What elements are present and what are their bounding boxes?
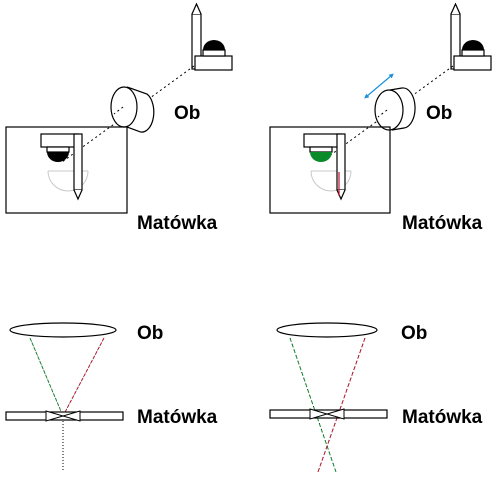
ground-glass-label: Matówka: [137, 407, 218, 428]
objective-lens-side: [9, 322, 117, 338]
focus-marker: [45, 410, 81, 422]
ground-glass-label: Matówka: [402, 407, 483, 428]
ground-glass-image: [303, 133, 352, 201]
objective-label: Ob: [137, 323, 163, 344]
upper-target: [450, 2, 492, 71]
panel-bottom-right: Ob Matówka: [269, 322, 483, 473]
panel-top-left: Ob Matówka: [5, 2, 233, 234]
panel-top-right: Ob Matówka: [269, 2, 492, 234]
focus-marker: [309, 408, 345, 420]
green-ray: [29, 337, 64, 417]
ground-glass-frame: [269, 126, 391, 214]
objective-label: Ob: [426, 103, 452, 124]
ground-glass-image: [40, 133, 89, 201]
objective-label: Ob: [174, 103, 200, 124]
panel-bottom-left: Ob Matówka: [5, 322, 218, 472]
ground-glass-frame: [5, 126, 128, 214]
ground-glass-label: Matówka: [402, 213, 483, 234]
objective-label: Ob: [401, 323, 427, 344]
objective-lens: [110, 86, 155, 133]
upper-target: [191, 2, 233, 71]
objective-lens: [374, 87, 416, 131]
objective-lens-side: [276, 322, 378, 338]
ground-glass-label: Matówka: [137, 213, 218, 234]
tilt-arrow: [364, 73, 394, 99]
